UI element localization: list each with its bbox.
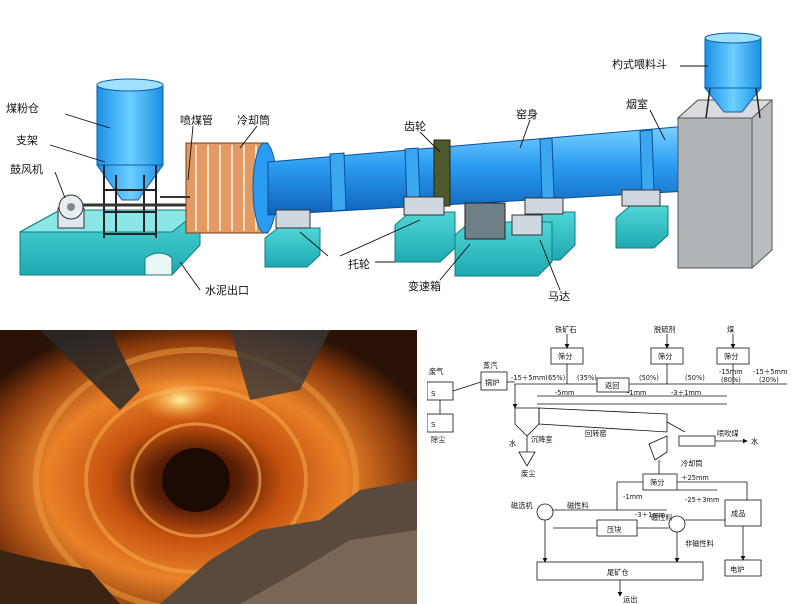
fc-size-coal-mid: -15mm — [719, 368, 743, 376]
fc-rotary-kiln: 回转窑 — [585, 429, 607, 438]
fc-s2: S — [431, 420, 436, 429]
fc-size-ore-right: (35%) — [577, 374, 597, 382]
fc-water-1: 水 — [509, 439, 516, 448]
fc-electric-furnace: 电炉 — [730, 565, 744, 574]
fc-cooling-cylinder: 冷却筒 — [681, 459, 703, 468]
fc-waste-dust: 废尘 — [521, 469, 535, 478]
fc-magnetic-separator: 磁选机 — [511, 501, 533, 510]
gearbox-motor-platform — [454, 202, 553, 277]
fc-size-three-plus1: -3＋1mm — [671, 389, 701, 397]
waste-dust-hopper — [518, 451, 536, 467]
fc-size-minus1b: -1mm — [623, 493, 642, 501]
fc-screen-1: 筛分 — [558, 352, 572, 361]
motor — [511, 214, 543, 236]
fc-ore: 铁矿石 — [555, 325, 577, 334]
fc-screen-3: 筛分 — [724, 352, 738, 361]
flowchart-diagram: 铁矿石 脱硫剂 煤 筛分 筛分 筛分 返回 废气 蒸汽 锅炉 S S 除尘 水 … — [427, 325, 787, 604]
label-kiln-body: 窑身 — [516, 107, 538, 121]
feed-hopper — [703, 32, 763, 119]
fc-size-coal-right-pct: (20%) — [759, 376, 779, 384]
settling-chamber-shape — [514, 407, 540, 437]
fc-size-25-plus3: -25＋3mm — [685, 496, 719, 504]
rotary-kiln-diagram: 煤粉仓 支架 鼓风机 喷煤管 冷却筒 齿轮 窑身 杓式喂料斗 烟室 托轮 变速箱… — [6, 32, 774, 303]
label-smoke-chamber: 烟室 — [626, 97, 648, 111]
gear-ring — [433, 139, 451, 207]
fc-size-coal-mid-pct: (80%) — [721, 376, 741, 384]
fc-boiler: 锅炉 — [485, 378, 499, 387]
fc-size-coal-right: -15＋5mm — [753, 368, 787, 376]
fc-desulfurizer: 脱硫剂 — [654, 325, 676, 334]
coal-bin — [96, 78, 164, 201]
fc-coal: 煤 — [727, 325, 734, 334]
fc-nonmagnetic: 非磁性料 — [685, 539, 714, 548]
fc-settling-chamber: 沉降室 — [531, 435, 553, 444]
label-idler-wheel: 托轮 — [348, 257, 370, 271]
label-cement-outlet: 水泥出口 — [205, 283, 249, 297]
smoke-chamber — [676, 99, 774, 269]
label-feed-hopper: 杓式喂料斗 — [612, 57, 667, 71]
process-flowchart: 铁矿石 脱硫剂 煤 筛分 筛分 筛分 返回 废气 蒸汽 锅炉 S S 除尘 水 … — [427, 324, 800, 604]
label-cooling-cylinder: 冷却筒 — [237, 113, 270, 127]
fc-ship-out: 运出 — [623, 595, 637, 604]
kiln-illustration: 煤粉仓 支架 鼓风机 喷煤管 冷却筒 齿轮 窑身 杓式喂料斗 烟室 托轮 变速箱… — [6, 32, 774, 303]
label-coal-bin: 煤粉仓 — [6, 101, 39, 115]
fc-recycle: 返回 — [605, 381, 619, 390]
cooling-cylinder-shape — [648, 435, 668, 461]
magnetic-separator-drum — [536, 503, 554, 521]
boiler-box — [480, 371, 508, 391]
fc-screen-2: 筛分 — [658, 352, 672, 361]
fc-magnetic-material-1: 磁性料 — [567, 501, 589, 510]
fc-briquette: 压块 — [607, 525, 621, 534]
fc-coal-injection: 喷吹煤 — [717, 429, 739, 438]
coal-injection-bar — [678, 435, 716, 447]
fc-magnetic-material-2: 磁性料 — [651, 513, 673, 522]
fc-size-minus1: -1mm — [627, 389, 646, 397]
leader-lines — [49, 65, 708, 291]
fc-size-plus25: ＋25mm — [681, 474, 709, 482]
kiln-interior-illustration — [0, 330, 417, 604]
fc-s1: S — [431, 389, 436, 398]
fc-screen-4: 筛分 — [650, 478, 664, 487]
fc-size-three-plus1b: -3＋1mm — [635, 511, 665, 519]
label-motor: 马达 — [548, 290, 570, 303]
label-blower: 鼓风机 — [10, 162, 43, 176]
fc-water-2: 水 — [751, 437, 758, 446]
fc-size-mid-right: (50%) — [685, 374, 705, 382]
label-gear: 齿轮 — [404, 119, 426, 133]
kiln-interior-photo — [0, 330, 417, 604]
recycle-box — [596, 377, 630, 393]
label-gearbox: 变速箱 — [408, 279, 441, 293]
left-base-platform — [19, 209, 202, 276]
fc-steam: 蒸汽 — [483, 361, 497, 370]
blower — [57, 194, 200, 229]
fc-tailings-bin: 尾矿仓 — [607, 568, 629, 577]
fc-size-minus5: -5mm — [555, 389, 574, 397]
fc-size-ore-left: -15＋5mm(65%) — [511, 374, 565, 382]
fc-exhaust: 废气 — [429, 367, 443, 376]
fc-dust-removal: 除尘 — [431, 435, 445, 444]
gearbox — [464, 202, 506, 240]
label-coal-injection-pipe: 喷煤管 — [180, 113, 213, 127]
fc-size-mid-left: (50%) — [639, 374, 659, 382]
label-support: 支架 — [16, 134, 38, 147]
fc-product: 成品 — [731, 509, 745, 518]
rotary-kiln-shape — [538, 407, 668, 433]
